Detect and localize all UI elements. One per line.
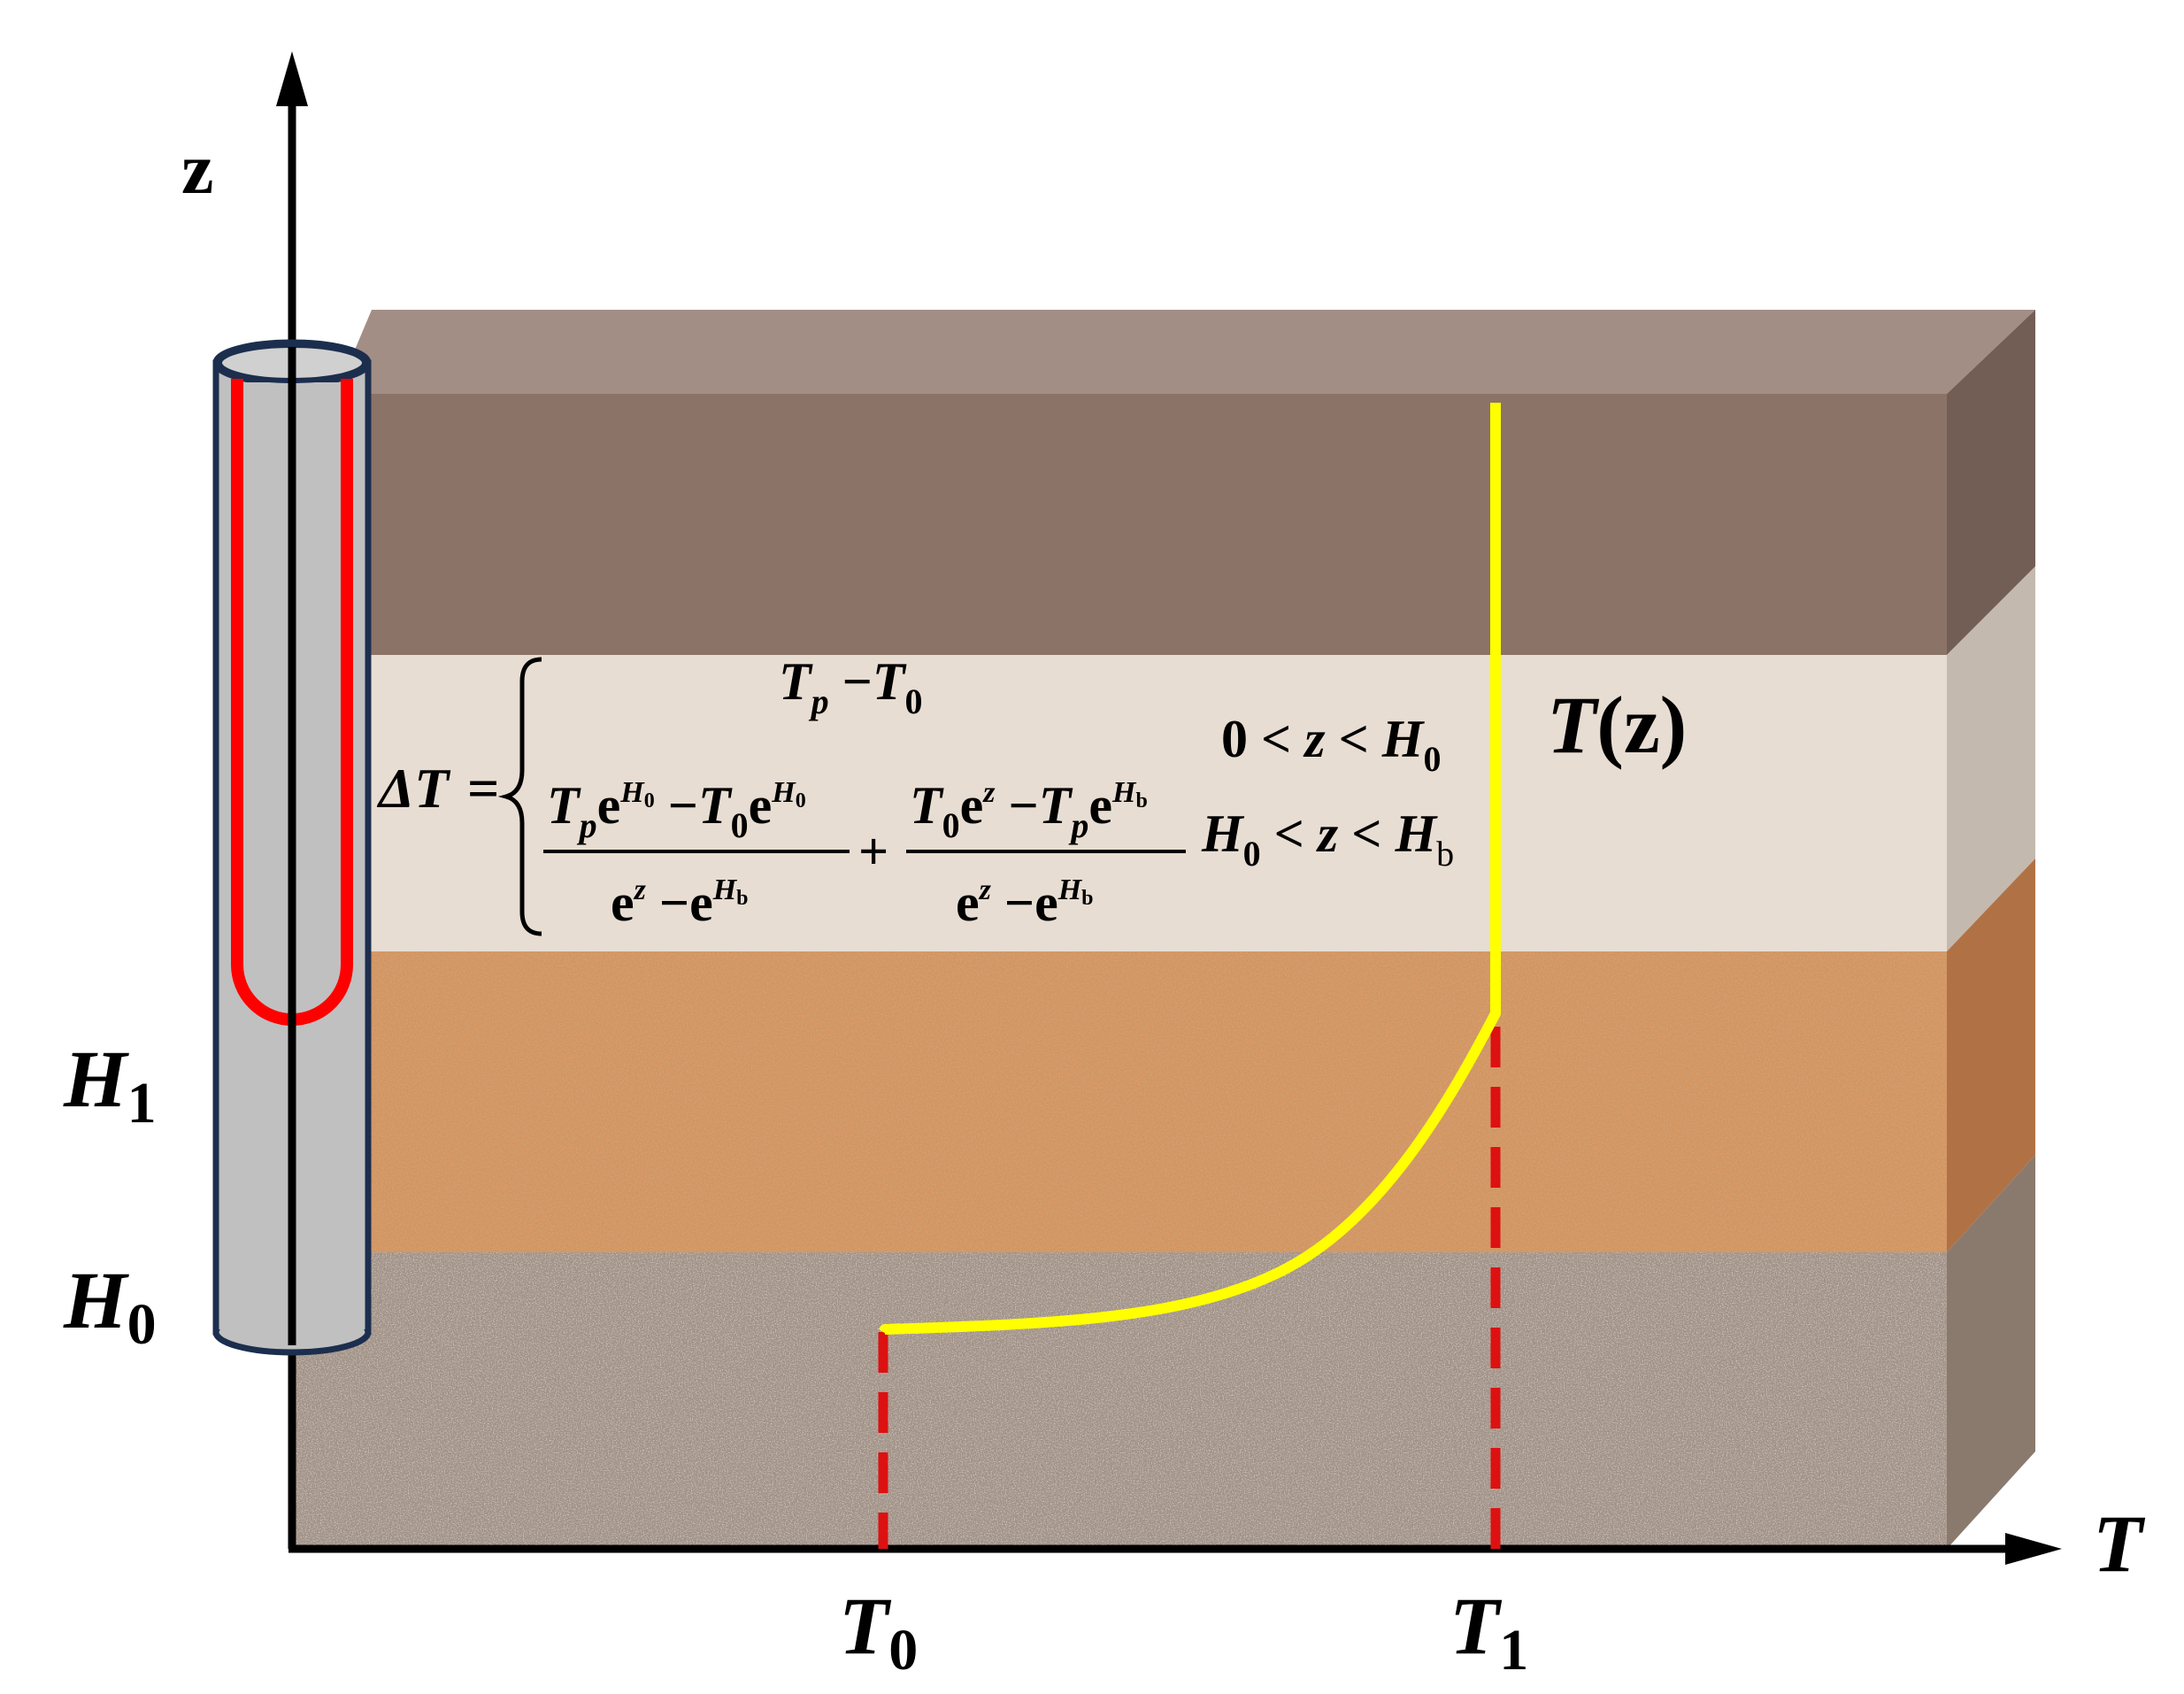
layer-gravel-side [1947,1155,2035,1549]
layer-sand-side [1947,859,2035,1252]
plus-sign: + [858,822,888,881]
case1-condition: 0 < z < H0 [1221,710,1441,779]
borehole-pipe [212,339,372,1356]
case2-frac2-den: ez −eHb [956,874,1094,932]
z-axis-arrowhead [276,51,308,106]
temperature-markers [878,1027,1501,1549]
layer-gravel-texture-light [292,1252,1947,1549]
h1-label: H1 [63,1034,157,1136]
equals-sign: = [467,757,499,820]
case2-condition: H0 < z < Hb [1201,805,1454,874]
layer-clay [292,655,1947,951]
layer-sand-texture [292,951,1947,1252]
case2-frac1-num: TpeH0 −T0eH0 [547,776,806,845]
t0-label: T0 [839,1581,918,1682]
delta-t-label: ΔT [376,757,451,820]
temperature-curve [879,403,1501,1336]
temp-labels: T0 T1 T(z) [839,680,1687,1682]
case2-frac2-num: T0ez −TpeHb [910,776,1148,845]
layer-clay-side [1947,566,2035,951]
t-axis-arrowhead [2005,1533,2062,1565]
tz-curve-label: T(z) [1547,680,1687,770]
layer-topsoil-side [1947,310,2035,655]
case-brace [497,657,542,936]
depth-labels: H1 H0 [63,1034,157,1357]
piecewise-equation: ΔT = Tp −T0 0 < z < H0 TpeH0 −T0eH0 ez −… [376,652,1454,936]
z-axis-label: z [181,128,213,209]
h0-label: H0 [63,1255,157,1357]
layer-top-face [336,310,2035,394]
t1-label: T1 [1450,1581,1528,1682]
soil-block [292,310,2035,1549]
case1-expression: Tp −T0 [779,652,923,721]
t-axis-label: T [2093,1498,2146,1589]
case2-frac1-den: ez −eHb [611,874,749,932]
layer-topsoil [292,394,1947,655]
